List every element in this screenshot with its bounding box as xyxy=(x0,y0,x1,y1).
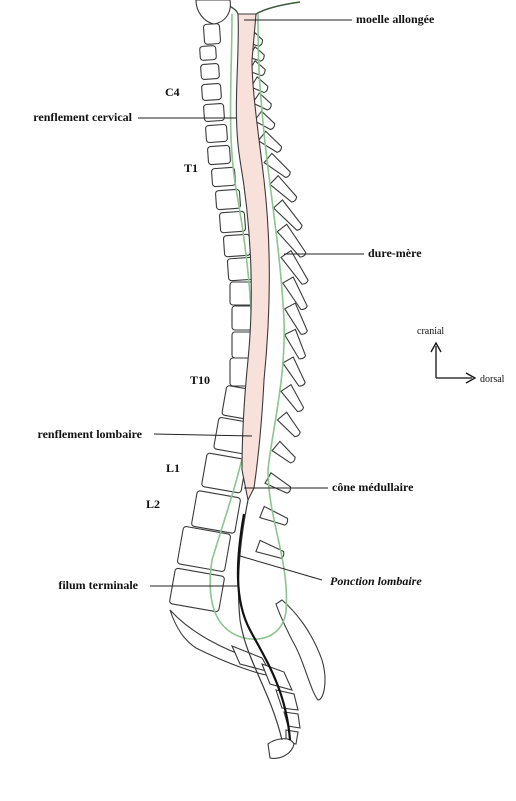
spinous-process xyxy=(280,249,309,285)
level-l1: L1 xyxy=(166,461,180,475)
label-ponction: Ponction lombaire xyxy=(330,574,422,588)
arrow-up-icon xyxy=(430,341,442,353)
spinous-process xyxy=(248,59,266,77)
spinous-process xyxy=(272,199,303,231)
skull-base xyxy=(195,0,231,25)
leader-ponction xyxy=(239,555,323,581)
vertebral-body xyxy=(176,526,232,572)
puncture-needle xyxy=(236,513,292,741)
spinous-process xyxy=(269,174,298,203)
vertebral-body xyxy=(201,452,247,494)
level-c4: C4 xyxy=(165,85,180,99)
vertebral-body xyxy=(207,144,231,166)
spinous-process xyxy=(257,130,283,153)
label-cone: cône médullaire xyxy=(332,480,414,494)
spinous-processes xyxy=(248,31,309,559)
spinous-process xyxy=(282,276,308,311)
level-l2: L2 xyxy=(146,497,160,511)
label-filum: filum terminale xyxy=(58,578,138,592)
vertebral-body xyxy=(211,166,236,188)
spinous-process xyxy=(248,45,265,62)
leader-renflement-lombaire xyxy=(153,433,253,437)
vertebral-body xyxy=(218,210,247,234)
label-dorsal: dorsal xyxy=(480,374,505,385)
vertebral-body xyxy=(202,23,222,45)
spinous-process xyxy=(253,110,276,131)
arrow-right-icon xyxy=(465,372,477,384)
vertebral-body xyxy=(215,188,241,211)
spinous-process xyxy=(283,302,308,335)
vertebral-body xyxy=(200,63,220,80)
vertebral-body xyxy=(169,567,225,613)
spinous-process xyxy=(276,223,307,258)
level-t10: T10 xyxy=(190,373,210,387)
vertebral-body xyxy=(201,83,222,101)
vertebral-body xyxy=(199,45,217,61)
orientation-indicator: cranial dorsal xyxy=(417,326,505,385)
spinous-process xyxy=(271,440,296,464)
label-dure-mere: dure-mère xyxy=(368,246,422,260)
level-t1: T1 xyxy=(184,161,198,175)
spinous-process xyxy=(283,328,307,360)
spinous-process xyxy=(263,152,291,179)
dura-mater xyxy=(209,13,288,640)
filum-terminale-line xyxy=(237,499,283,741)
spinous-process xyxy=(280,383,305,413)
label-cranial: cranial xyxy=(417,326,444,337)
vertebral-body xyxy=(203,102,225,123)
label-moelle: moelle allongée xyxy=(356,12,435,26)
vertebral-body xyxy=(205,123,228,144)
spinous-process xyxy=(282,356,306,387)
label-renflement-lombaire: renflement lombaire xyxy=(37,427,142,441)
vertebral-bodies xyxy=(169,23,263,613)
spinous-process xyxy=(255,539,285,559)
spinous-process xyxy=(276,411,301,438)
label-renflement-cervical: renflement cervical xyxy=(33,110,132,124)
vertebral-body xyxy=(191,490,241,534)
